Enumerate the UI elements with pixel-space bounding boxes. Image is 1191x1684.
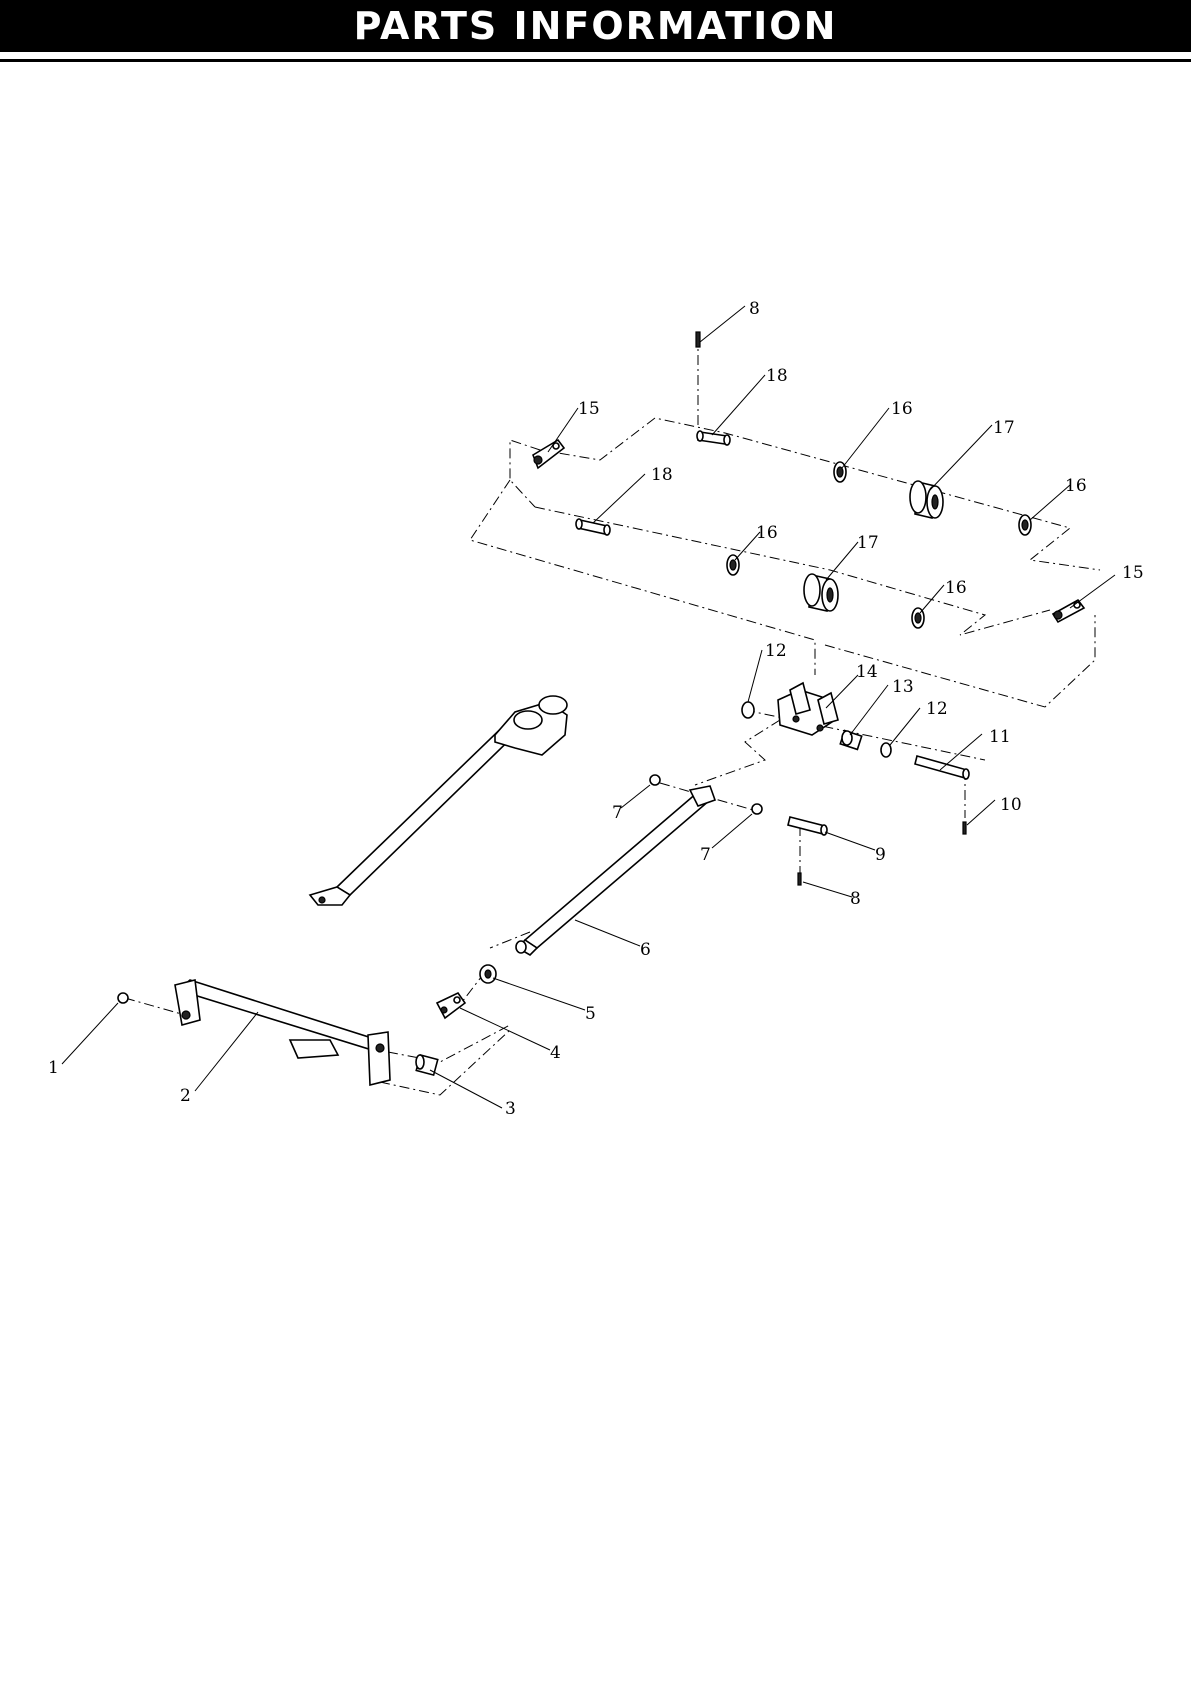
part-15-right-bracket (1053, 600, 1084, 622)
callout-17-a: 17 (993, 418, 1015, 438)
assembly-lines (125, 335, 1100, 1095)
callout-18-top: 18 (766, 366, 788, 386)
part-7-right-nut (752, 804, 762, 814)
part-12-left-bushing (742, 702, 754, 718)
callout-18-lower: 18 (651, 465, 673, 485)
callout-6: 6 (640, 940, 651, 960)
callout-17-b: 17 (857, 533, 879, 553)
rear-rod-assembly (310, 696, 567, 905)
callout-7-right: 7 (700, 845, 711, 865)
callout-10: 10 (1000, 795, 1022, 815)
callout-11: 11 (989, 727, 1011, 747)
callout-8-lower: 8 (850, 889, 861, 909)
part-8-upper-pin (696, 332, 700, 347)
part-11-pin (915, 756, 969, 779)
callout-9: 9 (875, 845, 886, 865)
callout-1: 1 (48, 1058, 59, 1078)
callout-15-left: 15 (578, 399, 600, 419)
part-4-clevis (437, 993, 465, 1018)
callout-3: 3 (505, 1099, 516, 1119)
part-16-washers (727, 462, 1031, 628)
part-9-pin (788, 817, 827, 835)
part-10-cotter (963, 822, 966, 834)
part-7-left-nut (650, 775, 660, 785)
callout-7-left: 7 (612, 803, 623, 823)
callout-leaders (62, 306, 1115, 1108)
callout-12-right: 12 (926, 699, 948, 719)
callout-16-d: 16 (945, 578, 967, 598)
callout-4: 4 (550, 1043, 561, 1063)
lift-rods (310, 696, 827, 955)
lower-assembly (118, 965, 496, 1085)
callout-5: 5 (585, 1004, 596, 1024)
callout-12-left: 12 (765, 641, 787, 661)
part-1-nut (118, 993, 128, 1003)
callout-8-top: 8 (749, 299, 760, 319)
upper-assembly (533, 332, 1084, 628)
part-15-left-bracket (533, 440, 564, 468)
part-8-lower-pin (798, 873, 801, 885)
part-5-nut (480, 965, 496, 983)
callout-14: 14 (856, 662, 878, 682)
part-18-lower-pin (576, 519, 610, 535)
part-2-lever-arm (175, 980, 390, 1085)
callout-16-a: 16 (891, 399, 913, 419)
callout-15-right: 15 (1122, 563, 1144, 583)
callout-13: 13 (892, 677, 914, 697)
callout-2: 2 (180, 1086, 191, 1106)
part-12-right-bushing (881, 743, 891, 757)
callout-16-b: 16 (1065, 476, 1087, 496)
callout-16-c: 16 (756, 523, 778, 543)
